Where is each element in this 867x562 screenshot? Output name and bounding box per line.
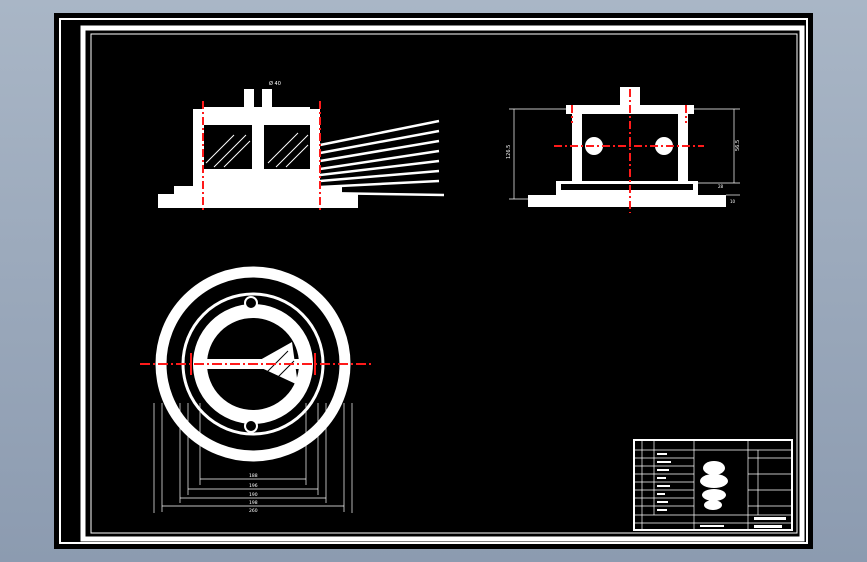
title-block-frame: [633, 439, 793, 531]
front-base-plate: [158, 194, 358, 208]
side-right-dim: 56.5: [735, 140, 741, 151]
front-top-flange: [204, 107, 310, 112]
side-hole-right: [655, 137, 673, 155]
front-detail-block: [286, 179, 306, 189]
plan-dim-5: 260: [249, 508, 258, 514]
title-block-marks: [657, 453, 786, 528]
side-base-slot: [561, 184, 693, 190]
title-block-logo: [700, 461, 728, 510]
plan-dimension-lines: [153, 403, 353, 513]
front-stem-bore: [254, 89, 262, 111]
front-view: Ø 40: [158, 80, 445, 213]
side-height-dim: 126.5: [506, 145, 512, 159]
side-small-dim-1: 28: [718, 184, 724, 189]
drawing-canvas: Ø 40: [59, 18, 808, 544]
plan-dim-2: 196: [249, 483, 258, 489]
plan-dim-1: 188: [249, 473, 258, 479]
outer-border: [59, 18, 808, 544]
side-dimension-lines: [509, 108, 740, 200]
frame-line: [90, 33, 798, 534]
front-centerlines: [202, 101, 321, 213]
front-top-dim: Ø 40: [269, 80, 281, 87]
side-small-dim-2: 10: [730, 199, 736, 204]
front-hatch: [205, 132, 309, 168]
plan-hole-bottom: [244, 419, 258, 433]
plan-dim-4: 198: [249, 500, 258, 506]
drawing-sheet: Ø 40: [54, 13, 813, 549]
side-centerlines: [554, 89, 704, 213]
plan-view: 188 196 190 198 260: [140, 266, 372, 514]
front-wire-bundle: [319, 119, 445, 197]
side-view: 126.5 56.5 28 10: [506, 87, 741, 213]
plan-dim-3: 190: [249, 492, 258, 498]
plan-hole-top: [244, 296, 258, 310]
title-block-grid: [634, 440, 792, 530]
title-block: [633, 439, 793, 531]
front-housing-cavity-right: [264, 125, 310, 169]
inner-border: [80, 25, 805, 542]
side-base-plate: [528, 195, 726, 207]
front-base-step: [174, 186, 342, 195]
